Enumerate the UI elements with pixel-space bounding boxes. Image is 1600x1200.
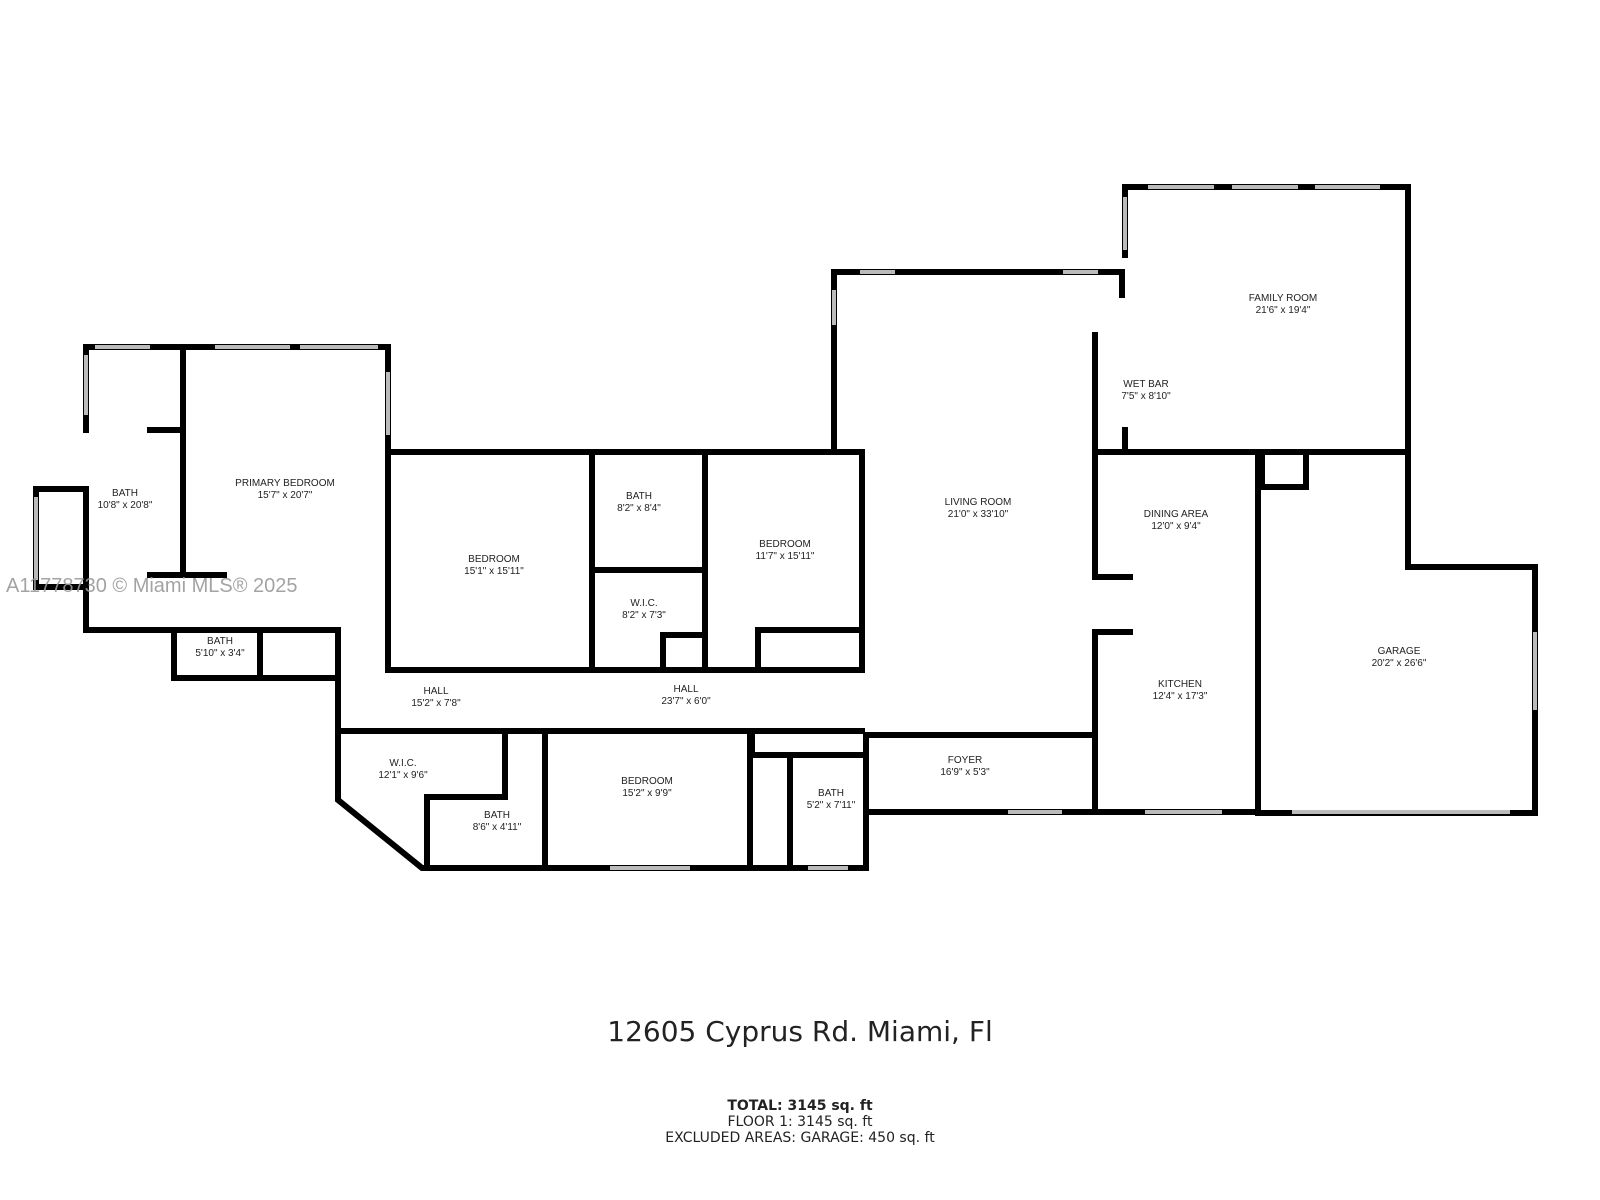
room-name: BATH (484, 810, 510, 821)
room-dims: 21'0" x 33'10" (947, 509, 1009, 520)
watermark: A11778730 © Miami MLS® 2025 (6, 575, 298, 597)
room-label: W.I.C.8'2" x 7'3" (622, 598, 666, 622)
room-name: BATH (818, 788, 844, 799)
room-name: LIVING ROOM (944, 497, 1012, 508)
room-dims: 12'1" x 9'6" (378, 770, 428, 781)
total-area: TOTAL: 3145 sq. ft (727, 1098, 873, 1114)
room-name: HALL (423, 686, 449, 697)
room-name: GARAGE (1377, 646, 1421, 657)
room-dims: 8'6" x 4'11" (472, 822, 522, 833)
room-dims: 7'5" x 8'10" (1121, 391, 1171, 402)
excluded-area: EXCLUDED AREAS: GARAGE: 450 sq. ft (665, 1130, 935, 1146)
room-name: BEDROOM (759, 539, 811, 550)
room-dims: 11'7" x 15'11" (755, 551, 815, 562)
area-summary: TOTAL: 3145 sq. ft FLOOR 1: 3145 sq. ft … (0, 1098, 1600, 1146)
room-name: BEDROOM (468, 554, 520, 565)
property-address: 12605 Cyprus Rd. Miami, Fl (607, 1015, 993, 1048)
room-dims: 12'4" x 17'3" (1152, 691, 1208, 702)
room-name: FOYER (947, 755, 983, 766)
room-dims: 15'1" x 15'11" (464, 566, 524, 577)
room-name: BEDROOM (621, 776, 673, 787)
room-dims: 5'10" x 3'4" (195, 648, 245, 659)
room-dims: 23'7" x 6'0" (661, 696, 711, 707)
room-label: W.I.C.12'1" x 9'6" (378, 758, 427, 782)
room-dims: 15'2" x 9'9" (622, 788, 672, 799)
room-dims: 12'0" x 9'4" (1151, 521, 1201, 532)
room-dims: 16'9" x 5'3" (940, 767, 990, 778)
room-name: DINING AREA (1143, 509, 1209, 520)
room-name: BATH (112, 488, 138, 499)
room-dims: 15'7" x 20'7" (257, 490, 313, 501)
room-name: PRIMARY BEDROOM (235, 478, 335, 489)
room-name: BATH (626, 491, 652, 502)
room-dims: 20'2" x 26'6" (1371, 658, 1427, 669)
room-name: HALL (673, 684, 699, 695)
room-name: WET BAR (1123, 379, 1169, 390)
room-dims: 8'2" x 7'3" (622, 610, 666, 621)
room-name: W.I.C. (389, 758, 417, 769)
room-name: FAMILY ROOM (1248, 293, 1318, 304)
floor1-area: FLOOR 1: 3145 sq. ft (727, 1114, 873, 1130)
room-name: KITCHEN (1158, 679, 1202, 690)
room-dims: 5'2" x 7'11" (806, 800, 856, 811)
room-name: W.I.C. (630, 598, 658, 609)
room-name: BATH (207, 636, 233, 647)
room-dims: 15'2" x 7'8" (411, 698, 461, 709)
room-dims: 10'8" x 20'8" (97, 500, 153, 511)
room-dims: 8'2" x 8'4" (617, 503, 661, 514)
room-dims: 21'6" x 19'4" (1255, 305, 1311, 316)
